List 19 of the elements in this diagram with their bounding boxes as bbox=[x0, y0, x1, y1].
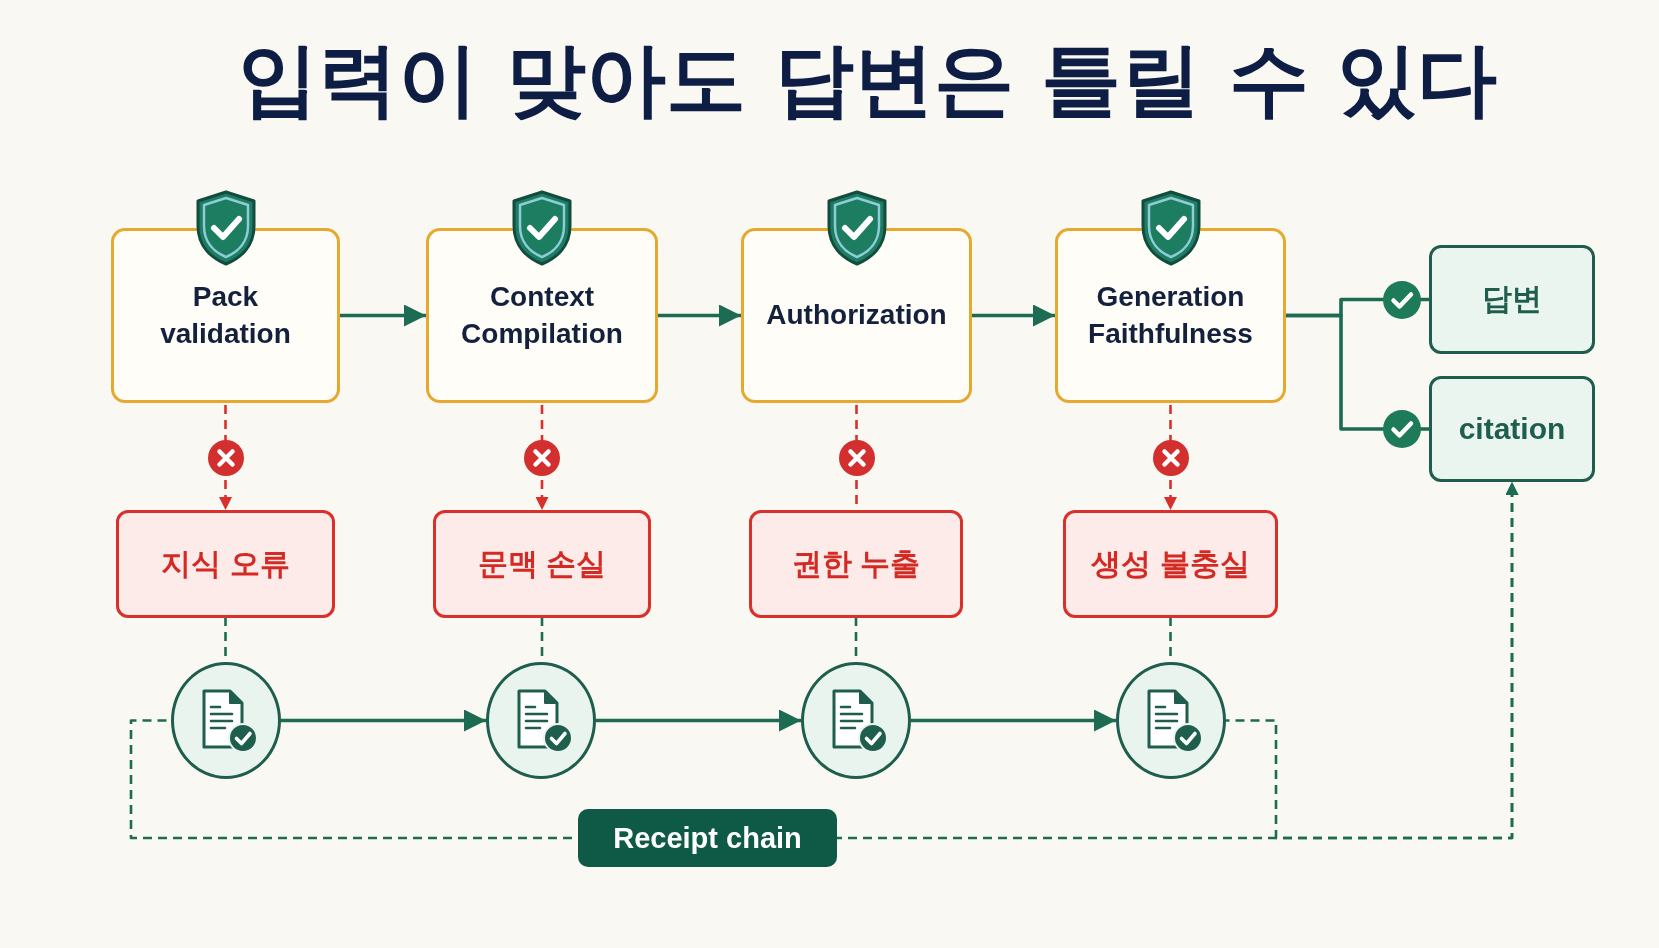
arrow bbox=[972, 304, 1055, 327]
process-box: Context Compilation bbox=[426, 228, 658, 403]
error-box: 권한 누출 bbox=[749, 510, 963, 618]
arrow bbox=[911, 709, 1116, 732]
arrow bbox=[340, 304, 426, 327]
process-box: Authorization bbox=[741, 228, 972, 403]
dashed-arrow bbox=[1226, 482, 1519, 840]
error-box: 문맥 손실 bbox=[433, 510, 651, 618]
output-box: citation bbox=[1429, 376, 1595, 482]
process-box: Pack validation bbox=[111, 228, 340, 403]
error-box: 생성 불충실 bbox=[1063, 510, 1278, 618]
output-box: 답변 bbox=[1429, 245, 1595, 354]
error-box: 지식 오류 bbox=[116, 510, 335, 618]
label-badge: Receipt chain bbox=[578, 809, 837, 867]
arrow bbox=[281, 709, 486, 732]
arrow bbox=[596, 709, 801, 732]
arrow bbox=[658, 304, 741, 327]
process-box: Generation Faithfulness bbox=[1055, 228, 1286, 403]
title: 입력이 맞아도 답변은 틀릴 수 있다 bbox=[237, 34, 1498, 126]
